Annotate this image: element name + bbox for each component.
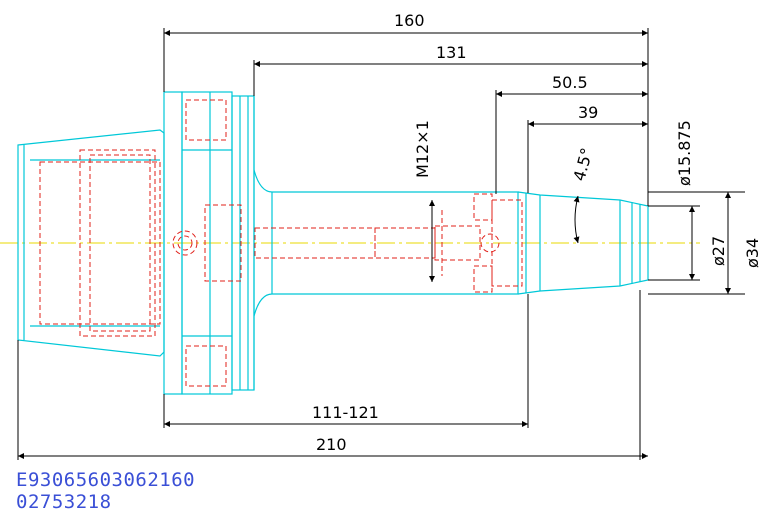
- dim-dia15-text: ø15.875: [675, 120, 694, 186]
- dim-arc-taper: [573, 195, 580, 244]
- part-code-line-2: 02753218: [16, 491, 112, 513]
- holder-outline: [17, 91, 649, 395]
- part-code-line-1: E93065603062160: [16, 469, 196, 491]
- dim-50-5-text: 50.5: [552, 73, 588, 92]
- dim-thread-text: M12×1: [413, 120, 432, 178]
- dim-131-text: 131: [436, 43, 467, 62]
- dim-160-text: 160: [394, 11, 425, 30]
- dim-dia27-text: ø27: [709, 236, 728, 266]
- dimension-lines: [17, 28, 745, 460]
- dim-39-text: 39: [578, 103, 598, 122]
- dim-111-121-text: 111-121: [312, 403, 379, 422]
- dim-dia34-text: ø34: [743, 238, 762, 268]
- dim-210-text: 210: [316, 435, 347, 454]
- dim-taper-text: 4.5°: [570, 146, 597, 183]
- hidden-lines: [39, 99, 523, 387]
